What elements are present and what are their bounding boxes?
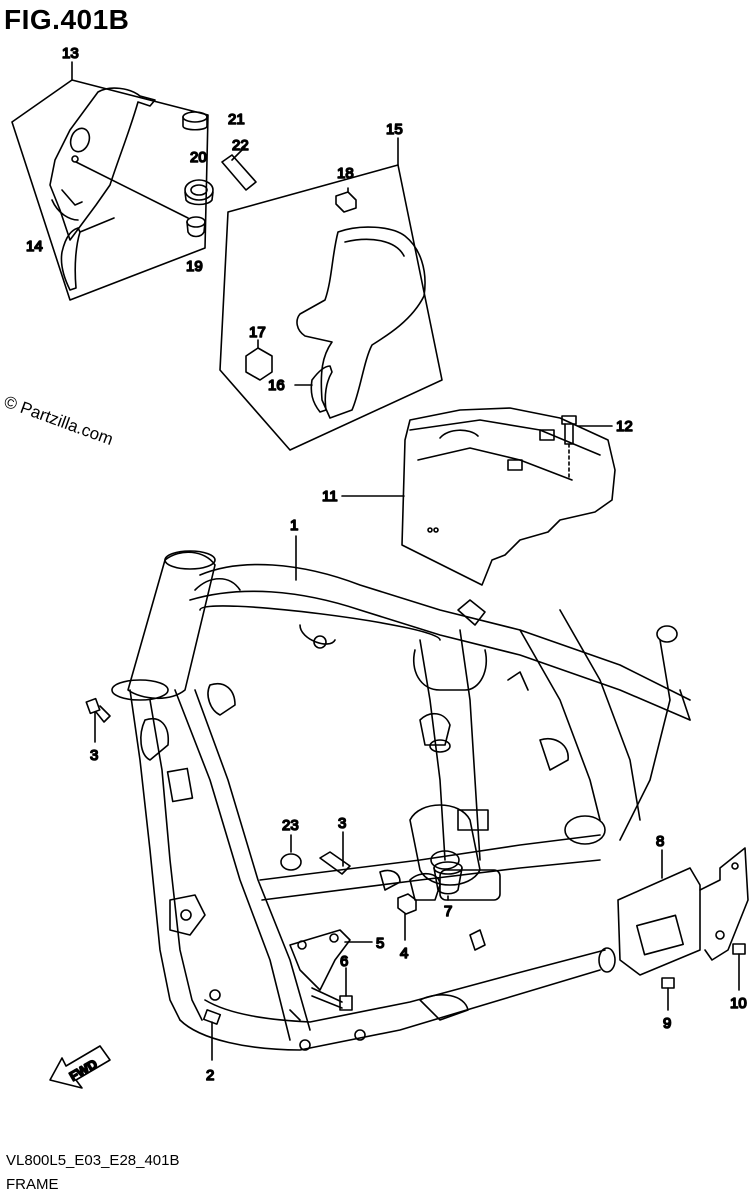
callout-15: 15	[386, 121, 403, 138]
part-22-tape	[221, 146, 257, 191]
callout-2: 2	[206, 1067, 214, 1084]
group-box-13	[11, 61, 209, 301]
part-14-cushion	[60, 217, 115, 291]
part-6-long-bolt	[311, 967, 353, 1011]
callout-23: 23	[282, 817, 299, 834]
part-16-strip	[294, 365, 333, 413]
group-box-15	[219, 137, 443, 451]
callout-4: 4	[400, 945, 408, 962]
callout-3b: 3	[338, 815, 346, 832]
callout-13: 13	[62, 45, 79, 62]
part-18-pad	[335, 187, 357, 213]
callout-9: 9	[663, 1015, 671, 1032]
callout-8: 8	[656, 833, 664, 850]
callout-3a: 3	[90, 747, 98, 764]
part-15-seat-pad	[296, 226, 426, 419]
part-7-collar	[379, 861, 463, 901]
part-23-plug	[280, 834, 302, 871]
part-19-collar	[75, 161, 206, 238]
part-3-bolt-center	[319, 831, 351, 875]
callout-20: 20	[190, 149, 207, 166]
callout-6: 6	[340, 953, 348, 970]
part-10-bolt	[732, 943, 746, 991]
part-3-bolt-left	[85, 697, 111, 743]
callout-12: 12	[616, 418, 633, 435]
callout-10: 10	[730, 995, 747, 1012]
callout-21: 21	[228, 111, 245, 128]
part-1-main-frame	[111, 535, 691, 1051]
part-21-grommet	[182, 111, 208, 131]
callout-14: 14	[26, 238, 43, 255]
callout-19: 19	[186, 258, 203, 275]
part-9-bolt	[661, 977, 675, 1011]
callout-5: 5	[376, 935, 384, 952]
part-8-ecm-bracket	[617, 847, 749, 976]
part-11-battery-holder	[341, 407, 616, 586]
fwd-arrow-icon: FWD	[49, 1045, 111, 1089]
part-17-pad	[245, 339, 273, 381]
part-2-bolt	[202, 1009, 222, 1061]
callout-22: 22	[232, 137, 249, 154]
part-12-bolt	[561, 415, 613, 479]
callout-11: 11	[322, 488, 338, 505]
part-13-frame-cover	[49, 87, 156, 241]
callout-7: 7	[444, 903, 452, 920]
part-5-plate	[289, 929, 373, 991]
callout-16: 16	[268, 377, 285, 394]
part-20-grommet	[184, 179, 214, 206]
callout-17: 17	[249, 324, 266, 341]
diagram-code: VL800L5_E03_E28_401B	[6, 1152, 180, 1169]
part-4-nut	[397, 893, 417, 941]
diagram-name: FRAME	[6, 1176, 59, 1193]
callout-18: 18	[337, 165, 354, 182]
figure-title: FIG.401B	[4, 4, 130, 35]
callout-1: 1	[290, 517, 298, 534]
